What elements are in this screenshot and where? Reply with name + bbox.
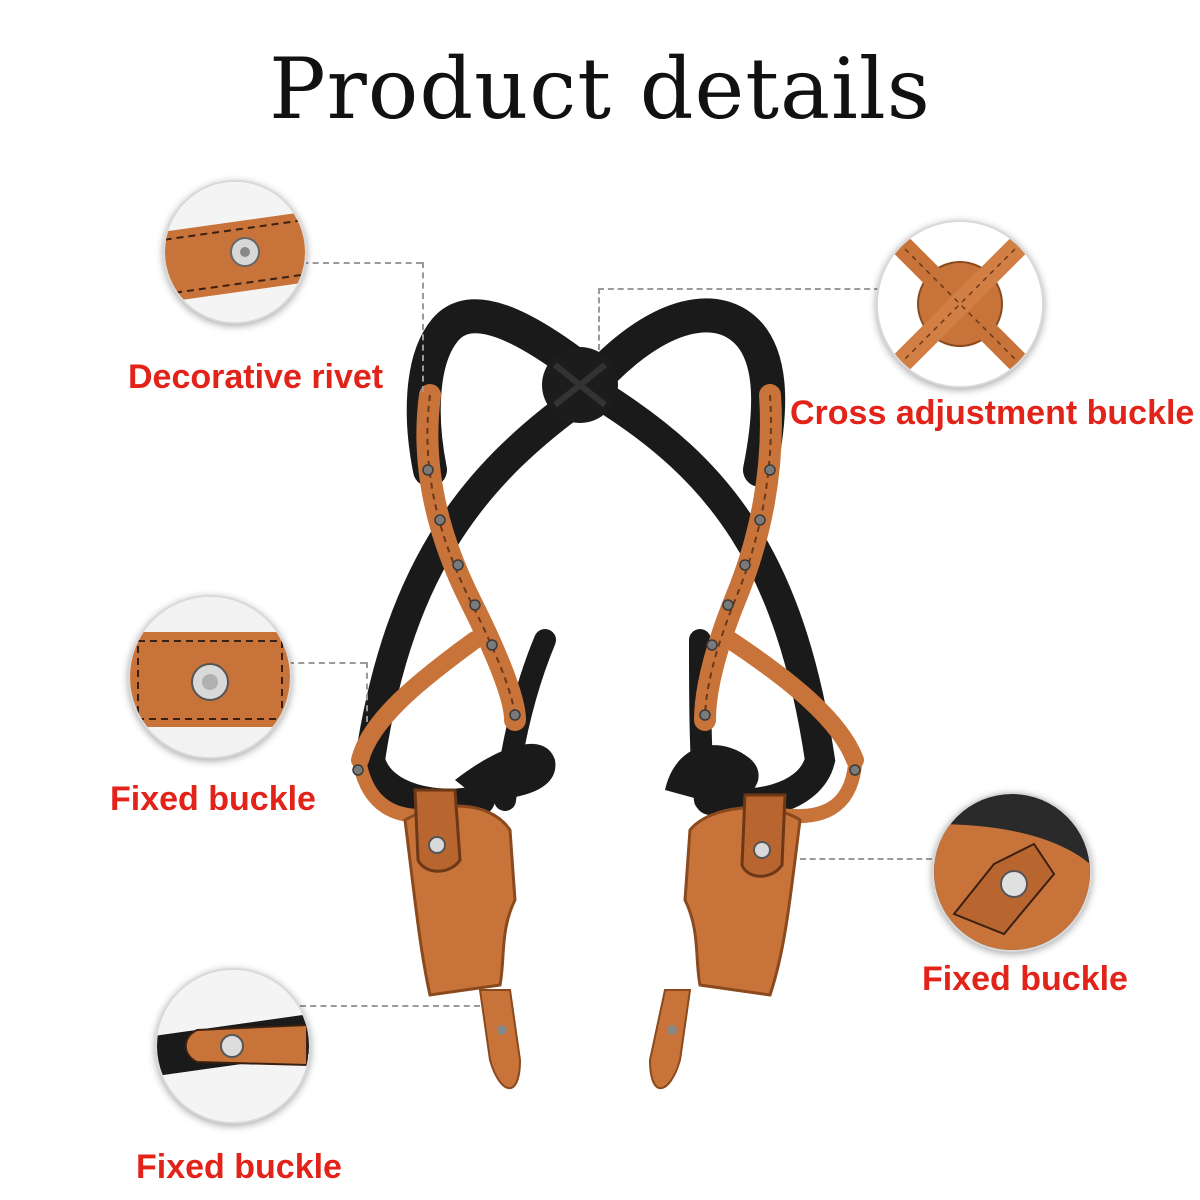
cross-buckle-closeup-icon bbox=[878, 222, 1042, 386]
right-holster bbox=[648, 745, 802, 1090]
holster-snap-closeup-icon bbox=[934, 794, 1090, 950]
leader-line-fixed-bottom-h bbox=[300, 1005, 480, 1007]
strap-snap-closeup-icon bbox=[157, 970, 309, 1122]
strap-snap-closeup-circle bbox=[155, 968, 311, 1124]
rivet-closeup-icon bbox=[165, 182, 305, 322]
label-cross-adjustment-buckle: Cross adjustment buckle bbox=[790, 394, 1195, 432]
leader-line-fixed-left-h bbox=[288, 662, 366, 664]
label-fixed-buckle-right: Fixed buckle bbox=[922, 960, 1128, 998]
rivet-closeup-circle bbox=[163, 180, 307, 324]
leader-line-rivet-v bbox=[422, 262, 424, 392]
label-decorative-rivet: Decorative rivet bbox=[128, 358, 384, 396]
leader-line-fixed-left-v bbox=[366, 662, 368, 722]
snap-buckle-closeup-circle bbox=[128, 595, 292, 759]
snap-buckle-closeup-icon bbox=[130, 597, 290, 757]
leader-line-cross-v bbox=[598, 288, 600, 350]
leader-line-cross-h bbox=[598, 288, 880, 290]
page-title: Product details bbox=[269, 40, 931, 138]
leader-line-fixed-right-h bbox=[800, 858, 932, 860]
label-fixed-buckle-bottom: Fixed buckle bbox=[136, 1148, 342, 1186]
cross-buckle-closeup-circle bbox=[876, 220, 1044, 388]
holster-snap-closeup-circle bbox=[932, 792, 1092, 952]
label-fixed-buckle-left: Fixed buckle bbox=[110, 780, 316, 818]
left-holster bbox=[403, 743, 556, 1090]
leader-line-rivet-h bbox=[292, 262, 422, 264]
strap-eyelets bbox=[352, 464, 861, 776]
